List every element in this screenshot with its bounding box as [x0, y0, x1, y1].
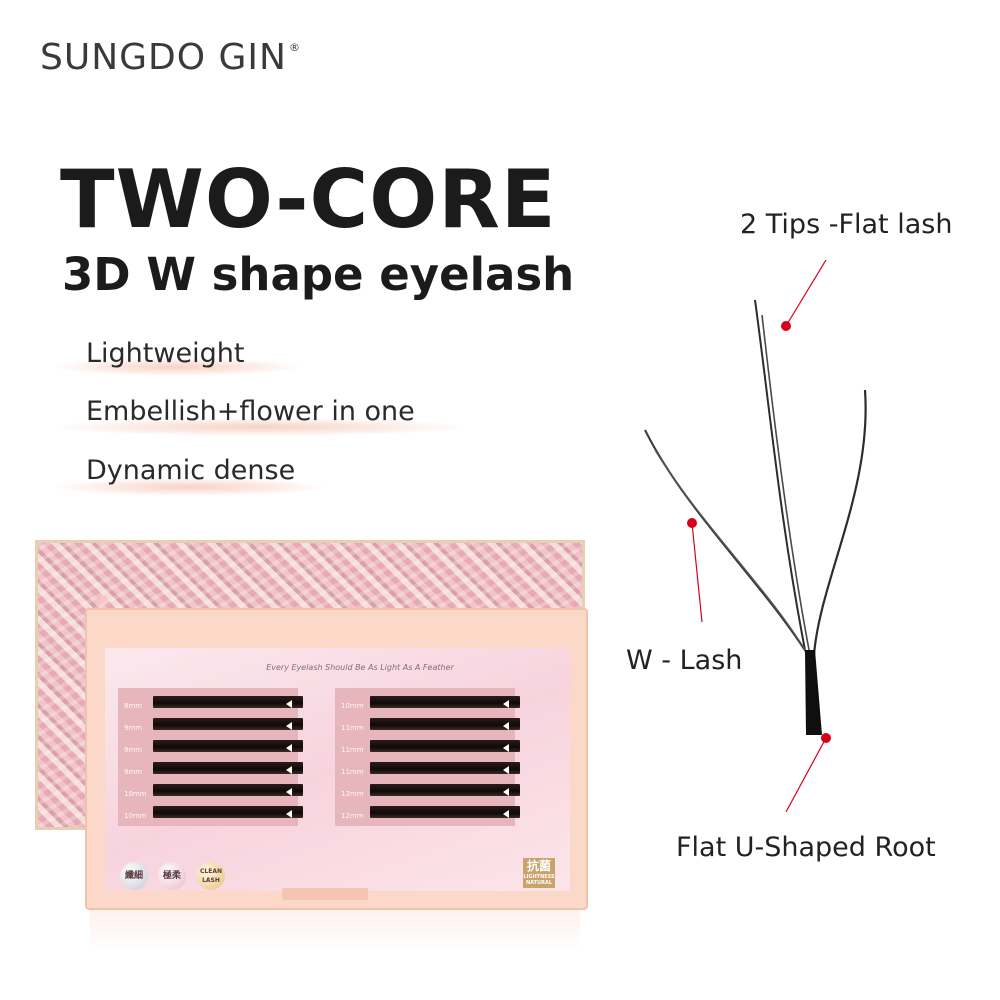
- label-w-lash: W - Lash: [626, 645, 743, 676]
- length-label: 11mm: [341, 768, 364, 776]
- subheadline: 3D W shape eyelash: [62, 248, 575, 301]
- length-label: 9mm: [124, 768, 143, 776]
- lash-fiber-tip-1: [754, 299, 806, 651]
- feature-embellish: Embellish+flower in one: [86, 396, 415, 427]
- strip-arrow-icon: [503, 766, 509, 774]
- strip-arrow-icon: [286, 722, 292, 730]
- pointer-root-dot: [821, 733, 831, 743]
- pointer-root-line: [785, 737, 827, 813]
- strip-arrow-icon: [503, 722, 509, 730]
- lash-fiber-tip-2: [761, 314, 811, 656]
- length-label: 8mm: [124, 702, 143, 710]
- lash-strip: [153, 696, 303, 708]
- lash-strip: [370, 718, 520, 730]
- lash-root: [805, 650, 822, 735]
- pointer-w-line: [691, 522, 703, 623]
- registered-mark: ®: [288, 41, 301, 54]
- feature-dynamic-dense: Dynamic dense: [86, 455, 296, 486]
- lash-panel-right: 10mm 11mm 11mm 11mm 12mm 12mm: [335, 688, 520, 826]
- strip-arrow-icon: [503, 788, 509, 796]
- strip-arrow-icon: [286, 744, 292, 752]
- stamp-sub-lightness: LIGHTNESS: [523, 874, 555, 880]
- label-flat-root: Flat U-Shaped Root: [676, 832, 936, 863]
- strip-arrow-icon: [503, 810, 509, 818]
- w-lash-illustration: [644, 260, 867, 813]
- antibacterial-stamp: 抗菌 LIGHTNESS NATURAL: [523, 858, 555, 888]
- pointer-tips-dot: [781, 321, 791, 331]
- lash-fiber-right: [812, 389, 867, 656]
- lash-strip: [153, 806, 303, 818]
- badge-fine: 纖細: [120, 862, 148, 890]
- tray-motto: Every Eyelash Should Be As Light As A Fe…: [266, 663, 454, 672]
- lash-strip: [370, 696, 520, 708]
- label-two-tips: 2 Tips -Flat lash: [740, 209, 953, 240]
- strip-arrow-icon: [286, 766, 292, 774]
- brand-logo: SUNGDO GIN®: [40, 40, 301, 76]
- length-label: 12mm: [341, 812, 364, 820]
- strip-arrow-icon: [503, 744, 509, 752]
- lash-fiber-left-2: [654, 449, 811, 659]
- strip-arrow-icon: [286, 810, 292, 818]
- tray-pull-tab: [282, 888, 368, 900]
- pointer-w-dot: [687, 518, 697, 528]
- feature-highlight: [55, 418, 465, 436]
- lash-strip: [370, 762, 520, 774]
- length-label: 9mm: [124, 724, 143, 732]
- length-label: 12mm: [341, 790, 364, 798]
- lash-strip: [370, 740, 520, 752]
- length-label: 11mm: [341, 746, 364, 754]
- strip-arrow-icon: [503, 700, 509, 708]
- tray-reflection: [90, 910, 580, 950]
- badge-clean-lash: CLEAN LASH: [197, 862, 225, 890]
- lash-fiber-left: [644, 429, 809, 656]
- lash-strip: [153, 740, 303, 752]
- length-label: 10mm: [124, 790, 147, 798]
- length-label: 9mm: [124, 746, 143, 754]
- stamp-main: 抗菌: [526, 859, 551, 873]
- brand-name: SUNGDO GIN: [40, 37, 287, 78]
- lash-strip: [153, 762, 303, 774]
- strip-arrow-icon: [286, 788, 292, 796]
- length-label: 10mm: [341, 702, 364, 710]
- headline: TWO-CORE: [60, 153, 557, 246]
- length-label: 10mm: [124, 812, 147, 820]
- stamp-sub-natural: NATURAL: [525, 880, 553, 886]
- length-label: 11mm: [341, 724, 364, 732]
- lash-strip: [153, 718, 303, 730]
- badge-soft: 極柔: [158, 862, 186, 890]
- strip-arrow-icon: [286, 700, 292, 708]
- lash-strip: [153, 784, 303, 796]
- feature-highlight: [55, 478, 325, 496]
- lash-panel-left: 8mm 9mm 9mm 9mm 10mm 10mm: [118, 688, 303, 826]
- pointer-tips-line: [785, 260, 827, 327]
- lash-strip: [370, 806, 520, 818]
- feature-highlight: [55, 358, 300, 376]
- lash-strip: [370, 784, 520, 796]
- feature-lightweight: Lightweight: [86, 338, 245, 369]
